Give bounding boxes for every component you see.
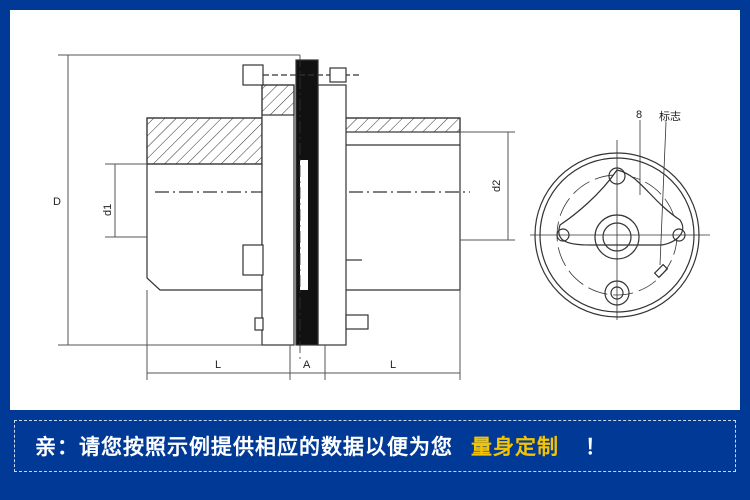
banner-exclaim: ！ (585, 435, 606, 459)
banner-highlight: 量身定制 (471, 435, 559, 459)
dim-d2: d2 (491, 180, 503, 192)
mark-label: 标志 (659, 109, 681, 123)
dim-L-right: L (390, 359, 396, 371)
left-flange (261, 84, 295, 346)
banner-text: 亲：请您按照示例提供相应的数据以便为您 (35, 435, 453, 459)
dim-A: A (303, 359, 311, 371)
coupling-drawing: D d1 d2 L A L 8 标志 (53, 54, 710, 380)
custom-order-banner: 亲：请您按照示例提供相应的数据以便为您 量身定制 ！ (14, 420, 736, 472)
dim-L-left: L (215, 359, 221, 371)
part-number-label: 8 (636, 109, 642, 121)
right-flange (317, 84, 347, 346)
end-view (530, 120, 710, 320)
dim-d1: d1 (102, 204, 114, 216)
dim-D: D (53, 196, 61, 208)
drawing-area: D d1 d2 L A L 8 标志 (10, 10, 740, 410)
